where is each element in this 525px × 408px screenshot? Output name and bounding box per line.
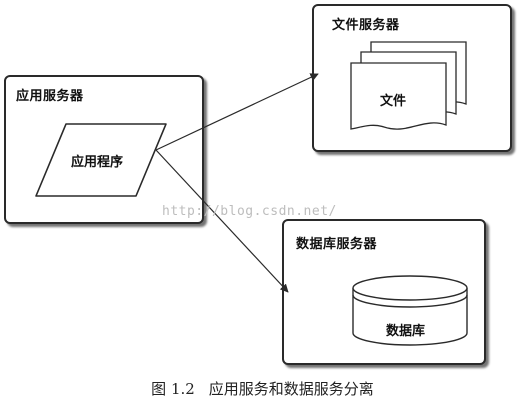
file-server-title: 文件服务器 — [332, 18, 400, 33]
file-document-stack-shape — [350, 41, 467, 130]
application-program-label: 应用程序 — [71, 155, 124, 170]
file-document-label: 文件 — [380, 94, 407, 109]
arrow-to-file-server — [155, 73, 319, 151]
watermark-url: http://blog.csdn.net/ — [162, 204, 337, 219]
database-cylinder-shape — [352, 275, 468, 346]
app-server-box: 应用服务器 — [4, 75, 204, 224]
arrow-to-db-server — [155, 149, 289, 293]
figure-caption: 图 1.2 应用服务和数据服务分离 — [0, 378, 525, 399]
db-server-title: 数据库服务器 — [296, 237, 378, 252]
figure-number: 图 1.2 — [151, 380, 195, 398]
figure-caption-text: 应用服务和数据服务分离 — [208, 380, 374, 398]
database-label: 数据库 — [386, 324, 426, 339]
application-program-shape — [35, 123, 167, 197]
app-server-title: 应用服务器 — [16, 89, 84, 104]
